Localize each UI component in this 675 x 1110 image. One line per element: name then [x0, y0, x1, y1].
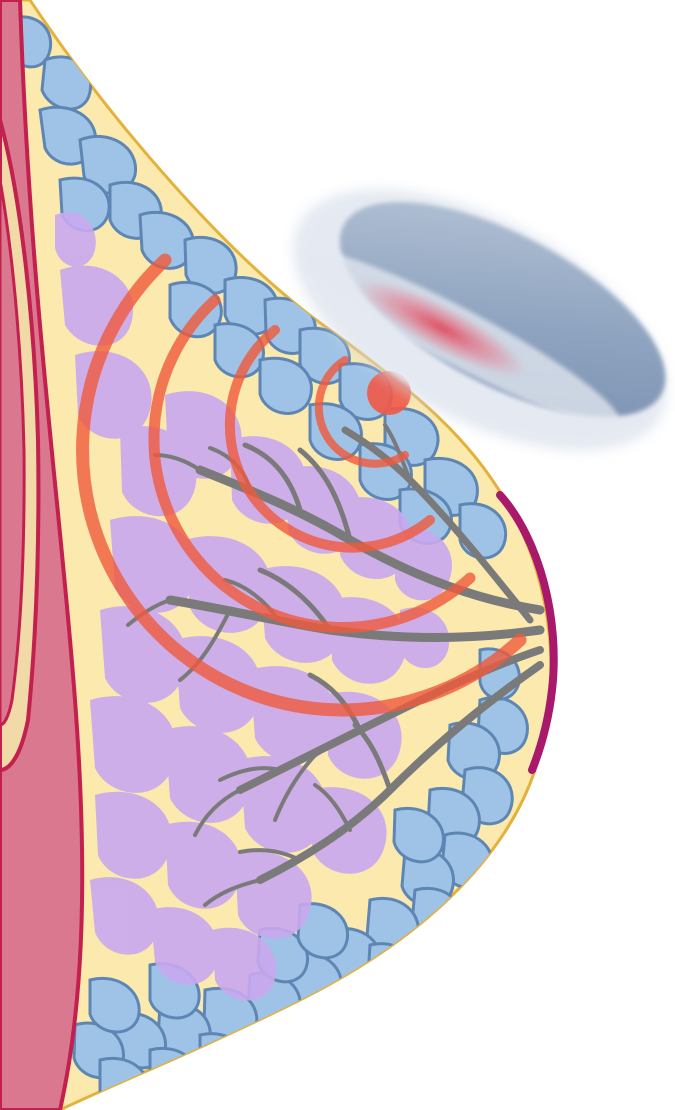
breast-tissue [0, 0, 554, 1110]
